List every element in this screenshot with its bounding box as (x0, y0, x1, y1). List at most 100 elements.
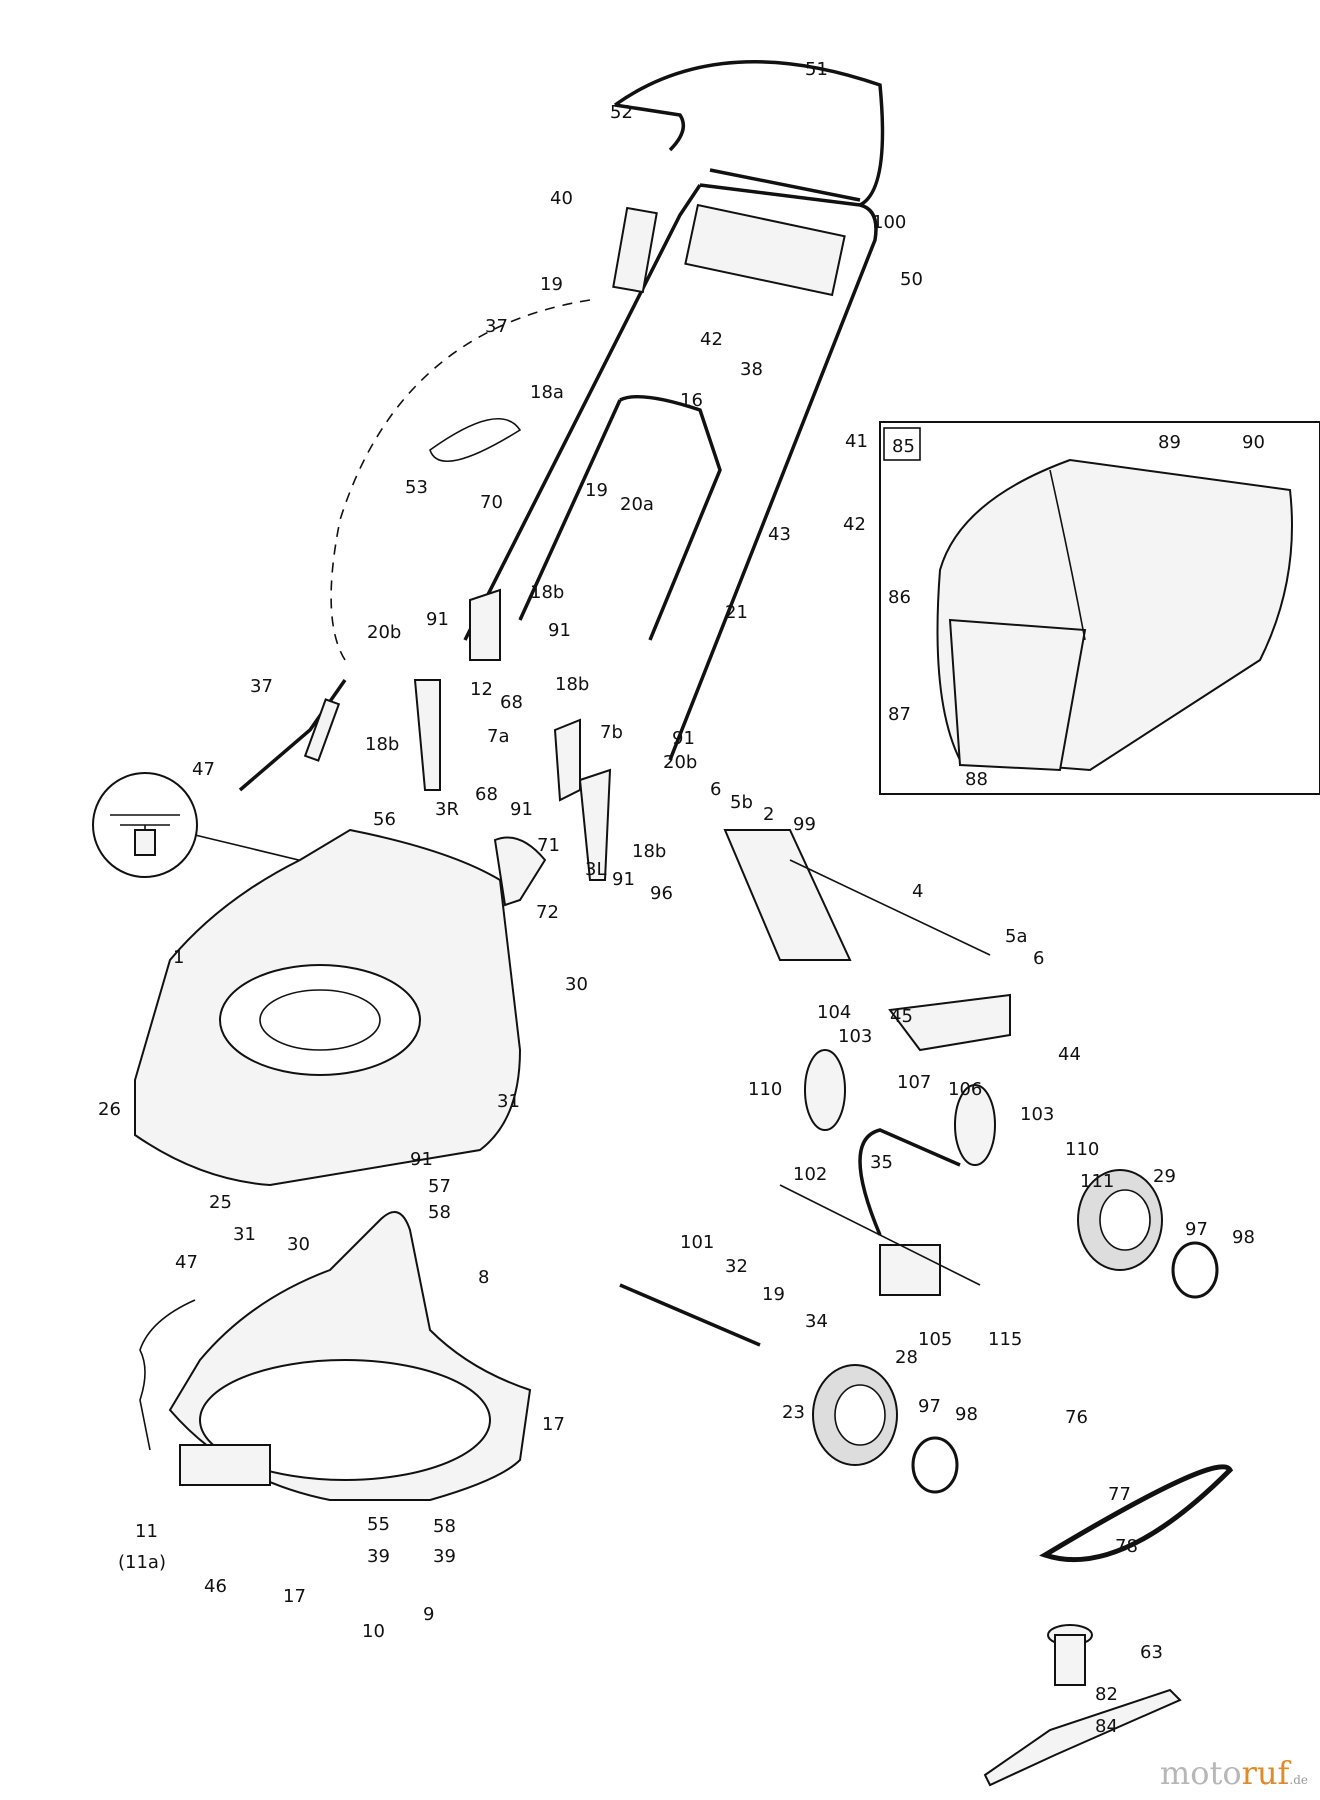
label-30-left: 30 (287, 1234, 310, 1255)
label-1: 1 (173, 947, 184, 968)
label-103-left: 103 (838, 1026, 872, 1047)
handle-bar-51 (613, 59, 885, 207)
label-26: 26 (98, 1099, 121, 1120)
label-6-top: 6 (710, 779, 721, 800)
label-5a-right: 5a (1005, 926, 1027, 947)
belt-76 (1039, 1464, 1234, 1563)
label-68-a: 68 (500, 692, 523, 713)
label-111: 111 (1080, 1171, 1114, 1192)
label-102: 102 (793, 1164, 827, 1185)
label-28: 28 (895, 1347, 918, 1368)
label-16: 16 (680, 390, 703, 411)
label-20b-right: 20b (663, 752, 697, 773)
label-17-right: 17 (542, 1414, 565, 1435)
label-72: 72 (536, 902, 559, 923)
label-91-c: 91 (672, 728, 695, 749)
front-wheel-28 (812, 1364, 898, 1466)
label-20b-left: 20b (367, 622, 401, 643)
label-98-upper: 98 (1232, 1227, 1255, 1248)
label-47-lower: 47 (175, 1252, 198, 1273)
label-89: 89 (1158, 432, 1181, 453)
label-110-left: 110 (748, 1079, 782, 1100)
label-91-d: 91 (510, 799, 533, 820)
label-53: 53 (405, 477, 428, 498)
label-87: 87 (888, 704, 911, 725)
label-50: 50 (900, 269, 923, 290)
label-7b: 7b (600, 722, 623, 743)
label-2: 2 (763, 804, 774, 825)
label-58-low: 58 (433, 1516, 456, 1537)
axle-4 (789, 859, 991, 956)
motoruf-logo: motoruf.de (1160, 1754, 1308, 1792)
label-91-b: 91 (548, 620, 571, 641)
logo-text-2: ruf (1241, 1754, 1290, 1792)
label-85: 85 (892, 436, 915, 457)
label-5b: 5b (730, 792, 753, 813)
grass-bag-inset (879, 421, 1320, 795)
label-96: 96 (650, 883, 673, 904)
label-18b-c: 18b (365, 734, 399, 755)
label-35: 35 (870, 1152, 893, 1173)
label-7a: 7a (487, 726, 509, 747)
label-10: 10 (362, 1621, 385, 1642)
label-18b-b: 18b (555, 674, 589, 695)
deck-housing (134, 828, 522, 1187)
part-72 (493, 836, 547, 907)
part-labels: 51 52 40 100 19 50 37 42 38 18a 16 41 53… (98, 59, 1265, 1737)
label-39-right: 39 (433, 1546, 456, 1567)
label-9: 9 (423, 1604, 434, 1625)
label-4: 4 (912, 881, 923, 902)
spring-53 (429, 417, 522, 463)
ring-98-upper (1171, 1241, 1219, 1299)
label-84: 84 (1095, 1716, 1118, 1737)
label-3R: 3R (435, 799, 459, 820)
cable-37 (238, 678, 347, 792)
brackets (413, 588, 612, 881)
label-42-mid: 42 (843, 514, 866, 535)
label-31-right: 31 (497, 1091, 520, 1112)
label-23: 23 (782, 1402, 805, 1423)
label-101: 101 (680, 1232, 714, 1253)
label-11: 11 (135, 1521, 158, 1542)
label-38: 38 (740, 359, 763, 380)
blade-63 (983, 1688, 1182, 1787)
label-20a: 20a (620, 494, 654, 515)
label-3L: 3L (585, 859, 606, 880)
label-47-top: 47 (192, 759, 215, 780)
label-19-low: 19 (762, 1284, 785, 1305)
drive-assembly (619, 993, 1011, 1347)
label-107: 107 (897, 1072, 931, 1093)
label-25: 25 (209, 1192, 232, 1213)
label-42-top: 42 (700, 329, 723, 350)
label-115: 115 (988, 1329, 1022, 1350)
label-70: 70 (480, 492, 503, 513)
label-58-mid: 58 (428, 1202, 451, 1223)
bottom-deck (139, 1211, 532, 1501)
label-34: 34 (805, 1311, 828, 1332)
label-43: 43 (768, 524, 791, 545)
label-6-right: 6 (1033, 948, 1044, 969)
label-40: 40 (550, 188, 573, 209)
label-29: 29 (1153, 1166, 1176, 1187)
label-86: 86 (888, 587, 911, 608)
label-52: 52 (610, 102, 633, 123)
label-8: 8 (478, 1267, 489, 1288)
label-77: 77 (1108, 1484, 1131, 1505)
label-104: 104 (817, 1002, 851, 1023)
label-57: 57 (428, 1176, 451, 1197)
label-11a: (11a) (118, 1552, 166, 1573)
label-100: 100 (872, 212, 906, 233)
label-91-f: 91 (410, 1149, 433, 1170)
logo-text-1: moto (1159, 1754, 1242, 1792)
label-82: 82 (1095, 1684, 1118, 1705)
label-45: 45 (890, 1006, 913, 1027)
label-63: 63 (1140, 1642, 1163, 1663)
label-31-left: 31 (233, 1224, 256, 1245)
upper-handle (463, 168, 878, 761)
label-46: 46 (204, 1576, 227, 1597)
label-91-e: 91 (612, 869, 635, 890)
label-78: 78 (1115, 1536, 1138, 1557)
label-37-left: 37 (250, 676, 273, 697)
label-19-top: 19 (540, 274, 563, 295)
